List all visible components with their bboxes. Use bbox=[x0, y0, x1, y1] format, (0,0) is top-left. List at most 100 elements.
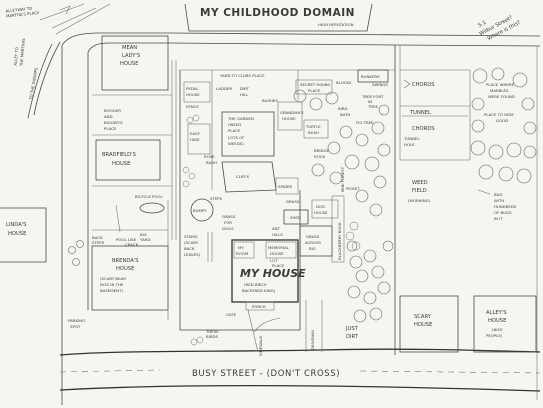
steps-label: STEPS bbox=[210, 196, 223, 201]
dog-house: DOG HOUSE bbox=[311, 199, 339, 219]
brenda-yard: POOL LIKE CRACK BACK STEPS bbox=[92, 200, 169, 320]
title-block: MY CHILDHOOD DOMAIN HIGH REPUTATION bbox=[184, 3, 373, 32]
stairs-label-3: BACK bbox=[184, 246, 195, 251]
alleys-label-2: HOUSE bbox=[488, 318, 506, 324]
booger-place: BOOGER AND BIGGER'S PLACE bbox=[104, 108, 123, 131]
swings: SWINGS bbox=[372, 82, 388, 87]
alleys-label-4: PEOPLE) bbox=[486, 333, 503, 338]
scary-house: SCARY HOUSE bbox=[399, 295, 459, 353]
lindas-label-2: HOUSE bbox=[8, 231, 26, 237]
shed: SHED bbox=[283, 209, 309, 225]
shed-label: SHED bbox=[290, 215, 301, 220]
gate-label: GATE bbox=[226, 312, 237, 317]
booger-label-3: BIGGER'S bbox=[104, 120, 123, 125]
grass-for-dogs: GRASS FOR DOGS bbox=[222, 214, 236, 231]
birds-label-1: THESE bbox=[205, 329, 219, 334]
tree-cluster-center bbox=[293, 89, 391, 217]
just-dirt: JUST DIRT bbox=[345, 326, 359, 340]
back-steps-label-2: STEPS bbox=[92, 240, 105, 245]
lindas-label-1: LINDA'S bbox=[6, 222, 26, 228]
marbles-label-3: WERE FOUND bbox=[488, 94, 515, 99]
misc-labels: ROSE BUSH PARKING SPOT STEPS TUNNEL HOLE… bbox=[68, 136, 421, 329]
tree-fort-label-2: IN bbox=[368, 99, 372, 104]
birds-label-2: BIRDS bbox=[206, 334, 219, 339]
bicycle-pool: BICYCLE POOL bbox=[135, 194, 165, 214]
ant-hills: ANT HILLS bbox=[272, 226, 283, 237]
top-left-note-1: ALLEYWAY TO bbox=[5, 6, 32, 14]
left-alley-note-2: THE MARTHAS bbox=[19, 38, 27, 68]
kitchen-label-1: MEMORIAL bbox=[268, 245, 290, 250]
blocks: BLOCKS bbox=[336, 80, 352, 85]
left-trees bbox=[68, 240, 84, 266]
bug-label-1: BUG bbox=[494, 192, 503, 197]
ant-hills-label-1: ANT bbox=[272, 226, 281, 231]
alleyway-lines bbox=[39, 3, 111, 35]
lot-label-2: PLACE bbox=[272, 263, 285, 268]
big-yard-label-1: BIG bbox=[140, 232, 147, 237]
central-upper-left: PEDAL HOUSE LADDER DIRT HILL FENCE bbox=[183, 81, 250, 109]
picket-label: PICKET bbox=[346, 186, 360, 191]
my-house-surroundings: PORCH GATE SIDEWALK DRIVEWAY bbox=[226, 300, 323, 356]
bradfields-label-1: BRADFIELD'S bbox=[102, 152, 136, 158]
secret-hiding-label-2: PLACE bbox=[308, 88, 321, 93]
my-room-label-1: MY bbox=[238, 245, 244, 250]
pedal-label-1: PEDAL bbox=[186, 86, 199, 91]
back-steps-label-1: BACK bbox=[92, 235, 103, 240]
garden-label-4: LOTS OF bbox=[228, 135, 245, 140]
marbles-label-2: MARBLES bbox=[490, 88, 509, 93]
alleys-house: ALLEY'S HOUSE (NICE PEOPLE) bbox=[473, 295, 537, 353]
easy-hide-label-2: HIDE bbox=[190, 137, 200, 142]
tree-cluster-lower bbox=[346, 240, 394, 323]
tree-fort-label-1: TREE FORT bbox=[361, 94, 384, 99]
my-room-label-2: ROOM bbox=[236, 251, 248, 256]
mini-forest-label: MINI FOREST bbox=[340, 166, 345, 192]
stairs-label-4: LEAVES) bbox=[184, 252, 201, 257]
bushes-label: BUSHES bbox=[262, 98, 278, 103]
weed-field-label-2: FIELD bbox=[412, 188, 427, 194]
tunnel-note-label-2: HOLE bbox=[404, 142, 415, 147]
chords-top: CHORDS bbox=[403, 79, 435, 89]
easy-hide: EASY HIDE bbox=[187, 123, 211, 155]
scary-house-label-1: SCARY bbox=[414, 314, 432, 320]
brendas-label-5: BASEMENT) bbox=[100, 288, 123, 293]
bridge-rock-label-2: ROCK bbox=[314, 154, 325, 159]
central-bushes: BUSHES bbox=[182, 98, 278, 188]
grandma-label-2: HOUSE bbox=[282, 116, 296, 121]
secret-hiding-label-1: SECRET HIDING bbox=[300, 82, 331, 87]
bug-label-4: OF BUGS bbox=[494, 210, 512, 215]
map-title: MY CHILDHOOD DOMAIN bbox=[200, 7, 355, 19]
left-alley-note-1: ALLEY TO bbox=[13, 47, 20, 66]
grass-dog-label-2: FOR bbox=[224, 220, 232, 225]
tunnel: TUNNEL CHORDS bbox=[402, 110, 468, 132]
garden-label-1: THE GARDEN bbox=[227, 116, 254, 121]
pool-like-label-1: POOL LIKE bbox=[116, 237, 137, 242]
big-yard-label-2: YARD bbox=[140, 237, 150, 242]
blackberry-bush: BLACKBERRY BUSH bbox=[331, 195, 361, 263]
pool-like-label-2: CRACK bbox=[125, 242, 139, 247]
blackberry-label: BLACKBERRY BUSH bbox=[337, 222, 342, 260]
swamp-path: TO THE SWAMPS bbox=[27, 41, 61, 119]
dog-house-label-2: HOUSE bbox=[314, 210, 328, 215]
fig-tree-label: FIG TREE bbox=[356, 120, 374, 125]
brendas-label-3: (SCARY BEAR bbox=[100, 276, 126, 281]
mini-forest: MINI FOREST bbox=[340, 166, 345, 192]
bunkers: BUNKERS bbox=[357, 69, 389, 83]
central-mid-features: SPIDER GRASS bbox=[275, 177, 300, 204]
lindas-house: LINDA'S HOUSE bbox=[0, 207, 47, 263]
spider-label: SPIDER bbox=[278, 184, 292, 189]
top-left-note-2: MARTHA'S PLACE bbox=[6, 10, 40, 19]
dirt-hill-label-2: HILL bbox=[240, 92, 249, 97]
brendas-label-4: DOG IN THE bbox=[100, 282, 124, 287]
left-alley-note: ALLEY TO THE MARTHAS bbox=[13, 38, 27, 68]
fence-label: FENCE bbox=[186, 104, 199, 109]
mean-lady-label-1: MEAN bbox=[122, 45, 137, 51]
garden-label-2: (WEED bbox=[228, 122, 241, 127]
just-dirt-label-2: DIRT bbox=[346, 334, 359, 340]
mean-lady-label-2: LADY'S bbox=[122, 53, 140, 59]
mean-lady-house: MEAN LADY'S HOUSE bbox=[101, 35, 169, 91]
parking-label-1: PARKING bbox=[68, 318, 85, 323]
central-right-features: TURTLE BUSH FIG TREE BIRD BATH BRIDGE RO… bbox=[303, 106, 374, 191]
grandmas-house: GRANDMA'S HOUSE bbox=[277, 101, 304, 131]
